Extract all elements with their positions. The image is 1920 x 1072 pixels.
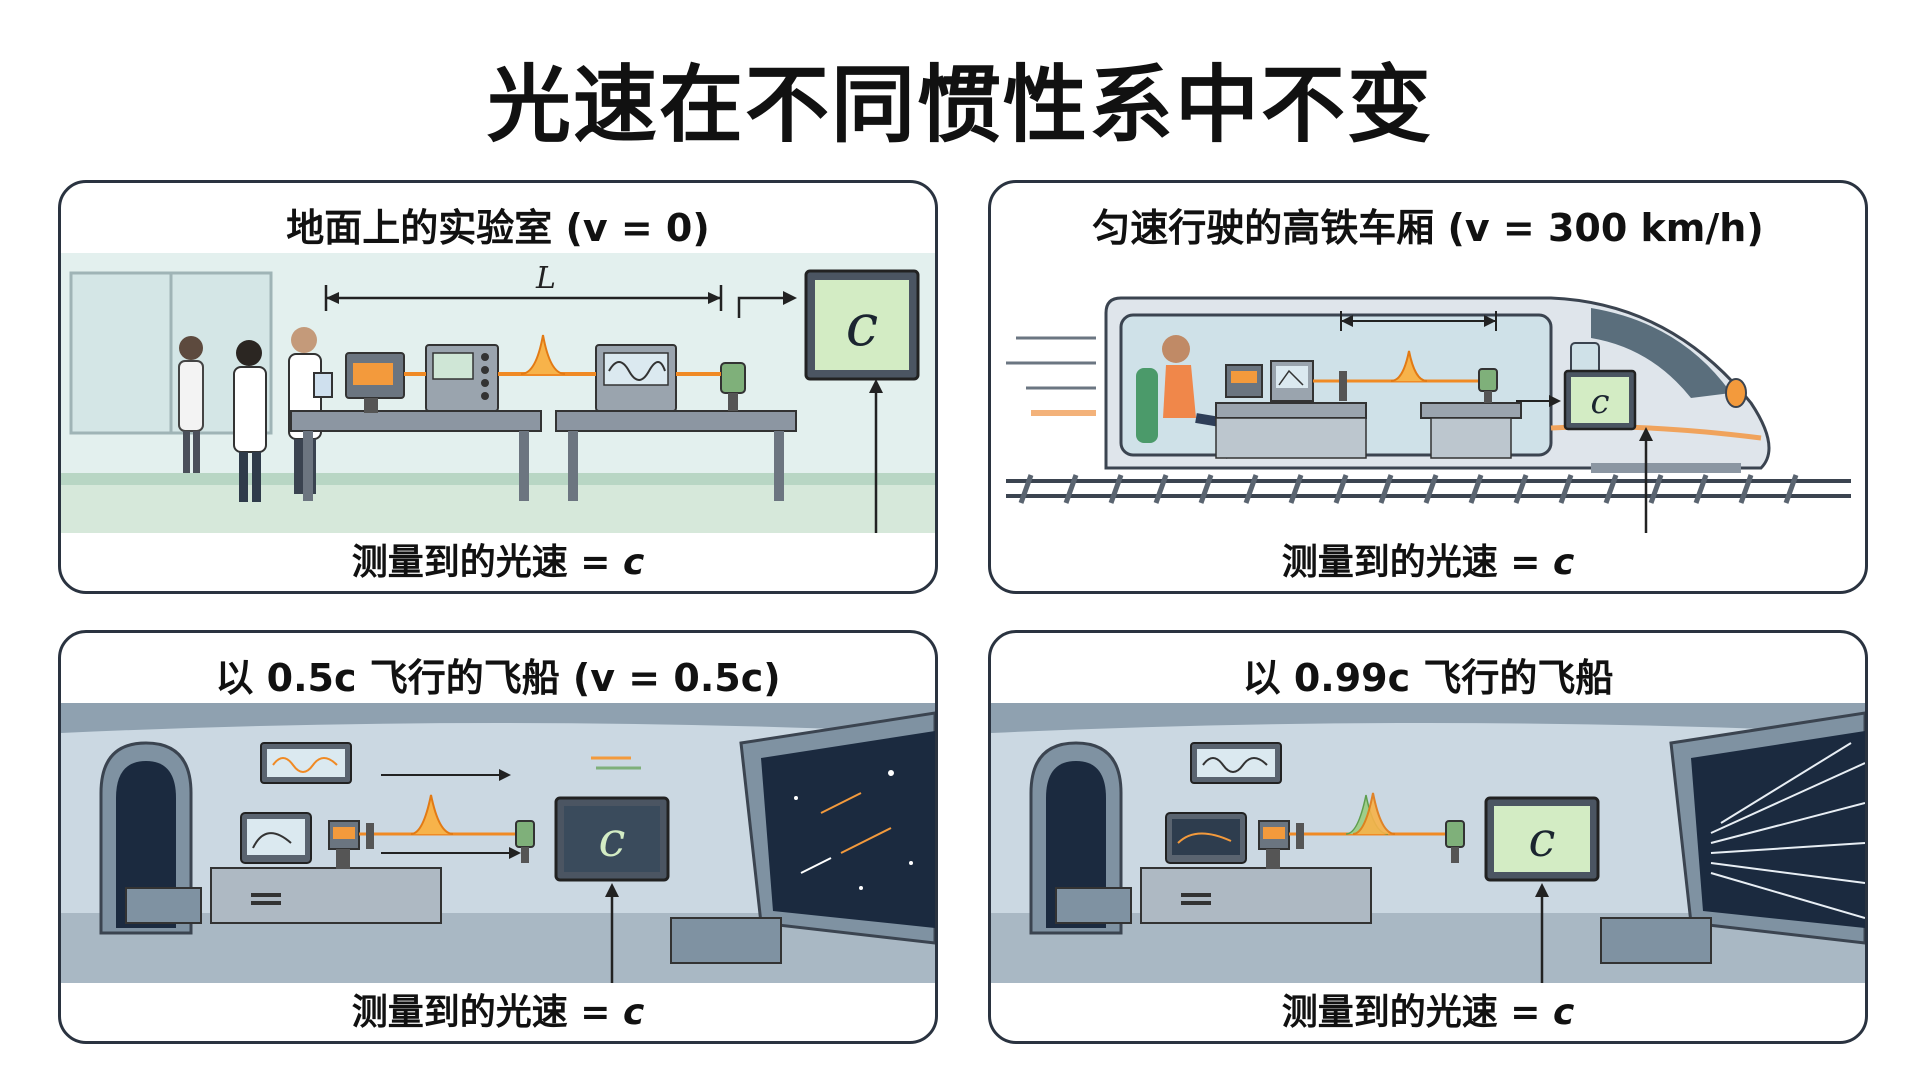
spaceship-window-left [99,741,193,935]
measurement-result: 测量到的光速 = c [61,533,935,585]
panel-ship-half-c: 以 0.5c 飞行的飞船 (v = 0.5c) [58,630,938,1044]
measurement-label: 测量到的光速 = [351,992,611,1033]
measurement-label: 测量到的光速 = [1281,992,1541,1033]
spaceship-window-left [1029,741,1123,935]
train-scene: c [1006,296,1851,533]
control-console [125,812,442,924]
scientist-figure-2 [233,340,267,502]
laser-emitter [328,820,360,869]
lab-table-1 [290,410,542,501]
light-pulse [520,334,566,375]
ship-scene: c [991,703,1865,983]
measurement-c: c [1552,542,1575,583]
panel-title: 以 0.99c 飞行的飞船 [1242,656,1614,700]
measurement-result: 测量到的光速 = c [991,533,1865,585]
oscilloscope [1270,360,1314,402]
distance-label: L [535,261,556,296]
lab-scene: L c [61,253,935,533]
oscilloscope [1190,742,1282,784]
screen-c-symbol: c [599,812,626,868]
rail-ties [1018,474,1799,504]
detector [1478,368,1498,403]
measurement-result: 测量到的光速 = c [61,983,935,1035]
oscilloscope [260,742,352,784]
panel-train: 匀速行驶的高铁车厢 (v = 300 km/h) [988,180,1868,594]
spaceship-window-right [1669,711,1865,945]
laser-emitter [345,352,405,413]
display-screen: c [804,269,920,381]
light-pulse [1352,792,1396,835]
light-pulse [410,794,454,835]
measurement-c: c [622,542,645,583]
detector [515,820,535,863]
display-screen: c [1484,796,1600,882]
screen-c-symbol: c [1529,812,1556,868]
scientist-figure-1 [178,336,204,473]
page-title: 光速在不同惯性系中不变 [486,56,1433,154]
screen-c-symbol: c [1590,382,1609,422]
panel-ground-lab: 地面上的实验室 (v = 0) [58,180,938,594]
panel-title: 匀速行驶的高铁车厢 (v = 300 km/h) [1092,206,1764,250]
spaceship-window-right [739,711,935,945]
measurement-c: c [1552,992,1575,1033]
measurement-label: 测量到的光速 = [351,542,611,583]
screen-c-symbol: c [846,291,878,359]
detector [720,362,746,411]
light-pulse [1390,350,1428,382]
measurement-c: c [622,992,645,1033]
monitor-instrument [595,344,677,412]
panel-title: 地面上的实验室 (v = 0) [286,206,710,250]
measurement-label: 测量到的光速 = [1281,542,1541,583]
control-console [1055,812,1372,924]
laser-emitter [1225,364,1263,398]
oscilloscope [425,344,499,412]
ship-scene: c [61,703,935,983]
measurement-result: 测量到的光速 = c [991,983,1865,1035]
panel-title: 以 0.5c 飞行的飞船 (v = 0.5c) [215,656,781,700]
detector [1445,820,1465,863]
display-screen: c [1563,369,1637,431]
panel-ship-099c: 以 0.99c 飞行的飞船 [988,630,1868,1044]
display-screen: c [554,796,670,882]
